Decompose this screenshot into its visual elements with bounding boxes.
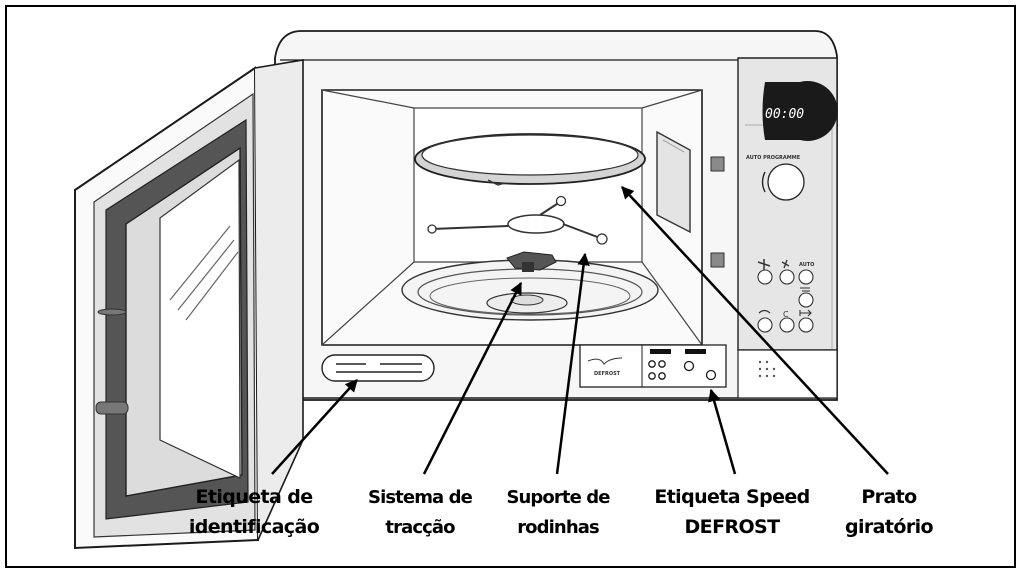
jet-start-button[interactable] — [798, 292, 814, 308]
start-button[interactable] — [798, 317, 814, 333]
svg-text:Prato: Prato — [861, 486, 917, 508]
button-grid — [757, 269, 814, 333]
defrost-time-button[interactable] — [779, 269, 795, 285]
speed-defrost-sticker: DEFROST — [579, 344, 727, 388]
callout-speed-defrost: Etiqueta Speed DEFROST — [654, 486, 810, 538]
callout-roller-support: Suporte de rodinhas — [506, 487, 611, 538]
clear-button[interactable] — [779, 317, 795, 333]
jet-start-icon — [800, 287, 810, 292]
svg-text:rodinhas: rodinhas — [517, 517, 599, 538]
svg-text:Sistema de: Sistema de — [368, 487, 473, 508]
callout-identification-label: Etiqueta de identificação — [189, 486, 320, 538]
power-icon — [758, 309, 771, 314]
auto-button[interactable] — [798, 269, 814, 285]
auto-programme-dial[interactable] — [761, 163, 805, 201]
dial-label: AUTO PROGRAMME — [746, 155, 801, 161]
sticker-text: DEFROST — [594, 371, 621, 377]
open-door — [74, 59, 304, 550]
glass-turntable — [414, 133, 646, 186]
leader-drive-system — [422, 281, 523, 475]
button-icons: AUTO C — [757, 259, 814, 319]
svg-text:Suporte de: Suporte de — [506, 487, 610, 508]
vent-lower — [710, 252, 725, 268]
leader-identification — [271, 379, 358, 475]
power-button[interactable] — [757, 317, 773, 333]
digital-display: 00:00 — [762, 81, 838, 141]
clear-label: C — [783, 310, 789, 319]
svg-text:Etiqueta de: Etiqueta de — [196, 486, 313, 508]
snowflake-icon — [757, 259, 771, 270]
drive-coupler — [506, 251, 557, 272]
speaker-grille — [758, 360, 776, 378]
start-arrow-icon — [799, 309, 812, 317]
display-time: 00:00 — [765, 107, 804, 122]
auto-label: AUTO — [799, 262, 814, 268]
callout-turntable: Prato giratório — [845, 486, 934, 538]
identification-label — [321, 354, 435, 382]
vent-upper — [710, 156, 725, 172]
callout-drive-system: Sistema de tracção — [368, 487, 474, 538]
svg-text:DEFROST: DEFROST — [685, 516, 781, 538]
svg-text:tracção: tracção — [385, 517, 455, 538]
leader-roller-support — [555, 252, 590, 475]
defrost-time-icon — [781, 259, 790, 269]
svg-text:identificação: identificação — [189, 516, 320, 538]
svg-text:giratório: giratório — [845, 516, 934, 538]
leader-turntable — [621, 186, 889, 475]
svg-text:Etiqueta Speed: Etiqueta Speed — [654, 486, 809, 508]
roller-support — [427, 195, 608, 245]
defrost-weight-button[interactable] — [757, 269, 773, 285]
leader-speed-defrost — [708, 388, 737, 475]
